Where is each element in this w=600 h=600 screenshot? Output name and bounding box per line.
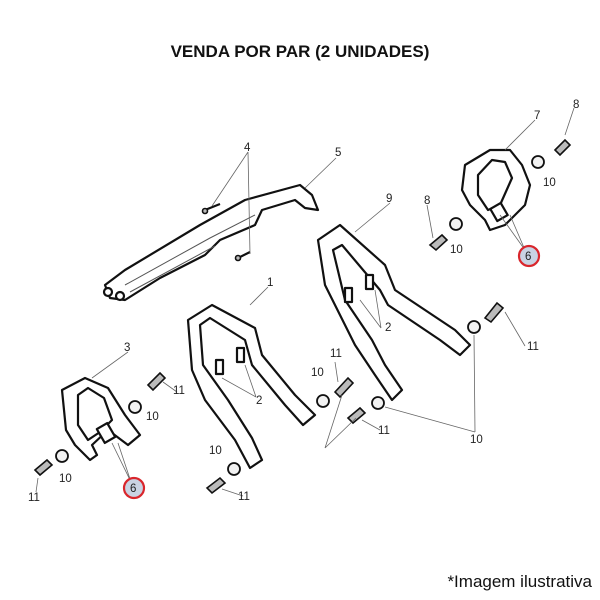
callout-8: 8	[424, 195, 430, 207]
callout-10: 10	[209, 445, 222, 457]
illustrative-image-note: *Imagem ilustrativa	[447, 572, 592, 591]
part-3-bracket	[60, 376, 142, 462]
part-4-screws	[201, 202, 251, 262]
callout-4: 4	[244, 142, 251, 154]
callout-11: 11	[527, 341, 539, 353]
callout-2: 2	[385, 322, 391, 334]
callout-11: 11	[378, 425, 390, 437]
callout-10: 10	[470, 434, 483, 446]
callout-7: 7	[534, 110, 540, 122]
callout-11: 11	[28, 492, 40, 504]
page-title: VENDA POR PAR (2 UNIDADES)	[170, 42, 430, 61]
callout-11: 11	[238, 491, 250, 503]
washers	[55, 155, 545, 476]
leader-lines	[35, 107, 575, 497]
bolts	[33, 138, 572, 495]
highlight-callout-6-top	[517, 244, 541, 268]
callout-2: 2	[256, 395, 262, 407]
callout-8: 8	[573, 99, 579, 111]
callout-6: 6	[130, 483, 136, 495]
callout-10: 10	[311, 367, 324, 379]
part-7-bracket	[460, 148, 532, 232]
part-1-frame	[186, 303, 317, 470]
callout-11: 11	[173, 385, 185, 397]
highlight-callout-6-bottom	[122, 476, 146, 500]
callout-11: 11	[330, 348, 342, 360]
callout-10: 10	[543, 177, 556, 189]
callout-5: 5	[335, 147, 341, 159]
part-9-frame	[316, 223, 472, 402]
callout-10: 10	[59, 473, 72, 485]
callout-3: 3	[124, 342, 130, 354]
part-5-bracket	[102, 183, 320, 302]
callout-10: 10	[450, 244, 463, 256]
callout-labels: 4 5 7 8 10 8 10 6 9 1 11 2 3 11 10 11 2 …	[28, 99, 579, 504]
callout-1: 1	[267, 277, 273, 289]
callout-10: 10	[146, 411, 159, 423]
callout-6: 6	[525, 251, 531, 263]
callout-9: 9	[386, 193, 392, 205]
